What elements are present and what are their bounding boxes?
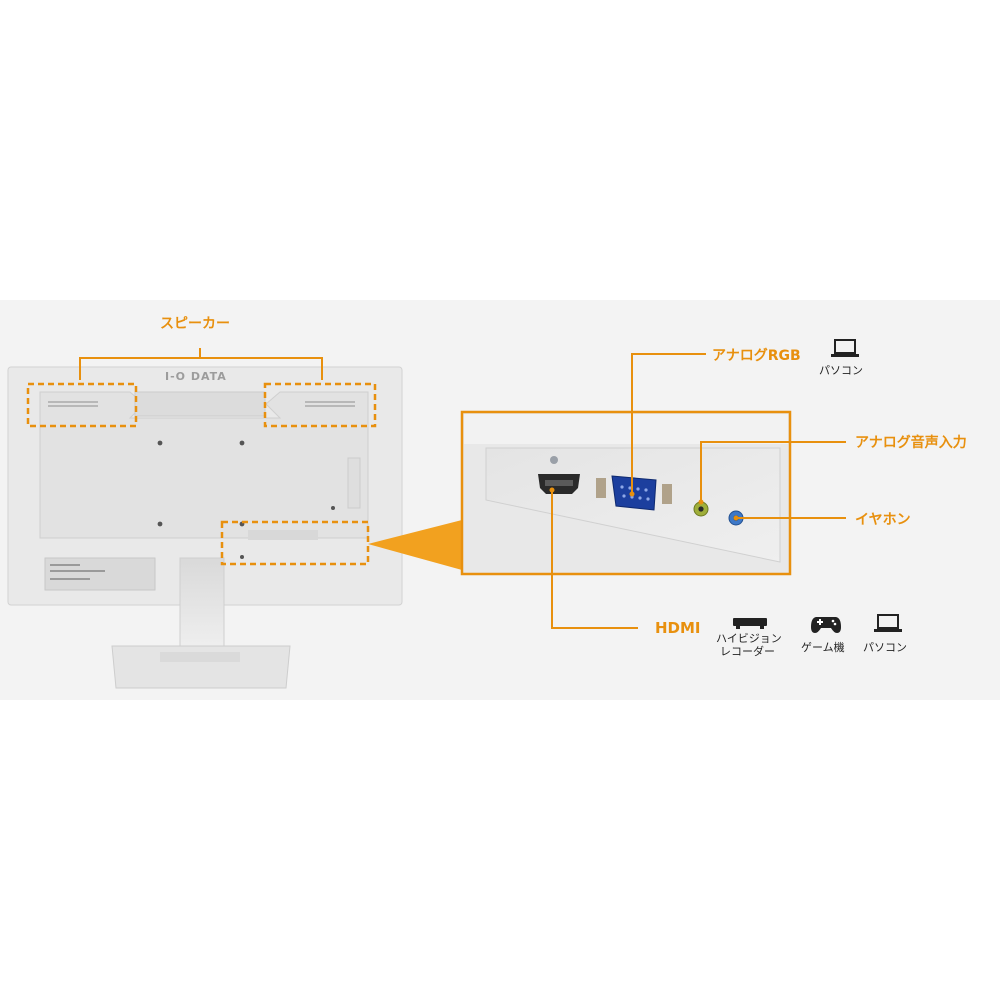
callout-pointer <box>368 520 462 570</box>
zoom-panel <box>460 410 792 576</box>
monitor-back <box>7 366 403 689</box>
recorder-icon <box>733 618 767 629</box>
analog-audio-in-label: アナログ音声入力 <box>855 435 967 451</box>
laptop-icon <box>874 614 902 632</box>
analog-rgb-device-label: パソコン <box>819 364 863 377</box>
analog-rgb-label: アナログRGB <box>712 348 801 364</box>
diagram-artwork <box>7 348 846 689</box>
recorder-label-line2: レコーダー <box>720 645 775 658</box>
monitor-port-diagram: I-O DATA スピーカー アナログRGB アナログ音声入力 イヤホン HDM… <box>0 300 1000 700</box>
highlight-boxes <box>26 382 377 566</box>
hdmi-pc-label: パソコン <box>863 641 907 654</box>
laptop-icon <box>831 339 859 357</box>
gamepad-icon <box>811 617 841 633</box>
speaker-label: スピーカー <box>160 316 230 332</box>
speaker-bracket <box>79 348 323 380</box>
brand-logo: I-O DATA <box>165 370 227 383</box>
hdmi-label: HDMI <box>655 619 701 637</box>
recorder-label-line1: ハイビジョン <box>716 632 782 645</box>
leader-lines <box>551 353 846 629</box>
game-console-label: ゲーム機 <box>801 641 845 654</box>
earphone-label: イヤホン <box>855 512 911 528</box>
